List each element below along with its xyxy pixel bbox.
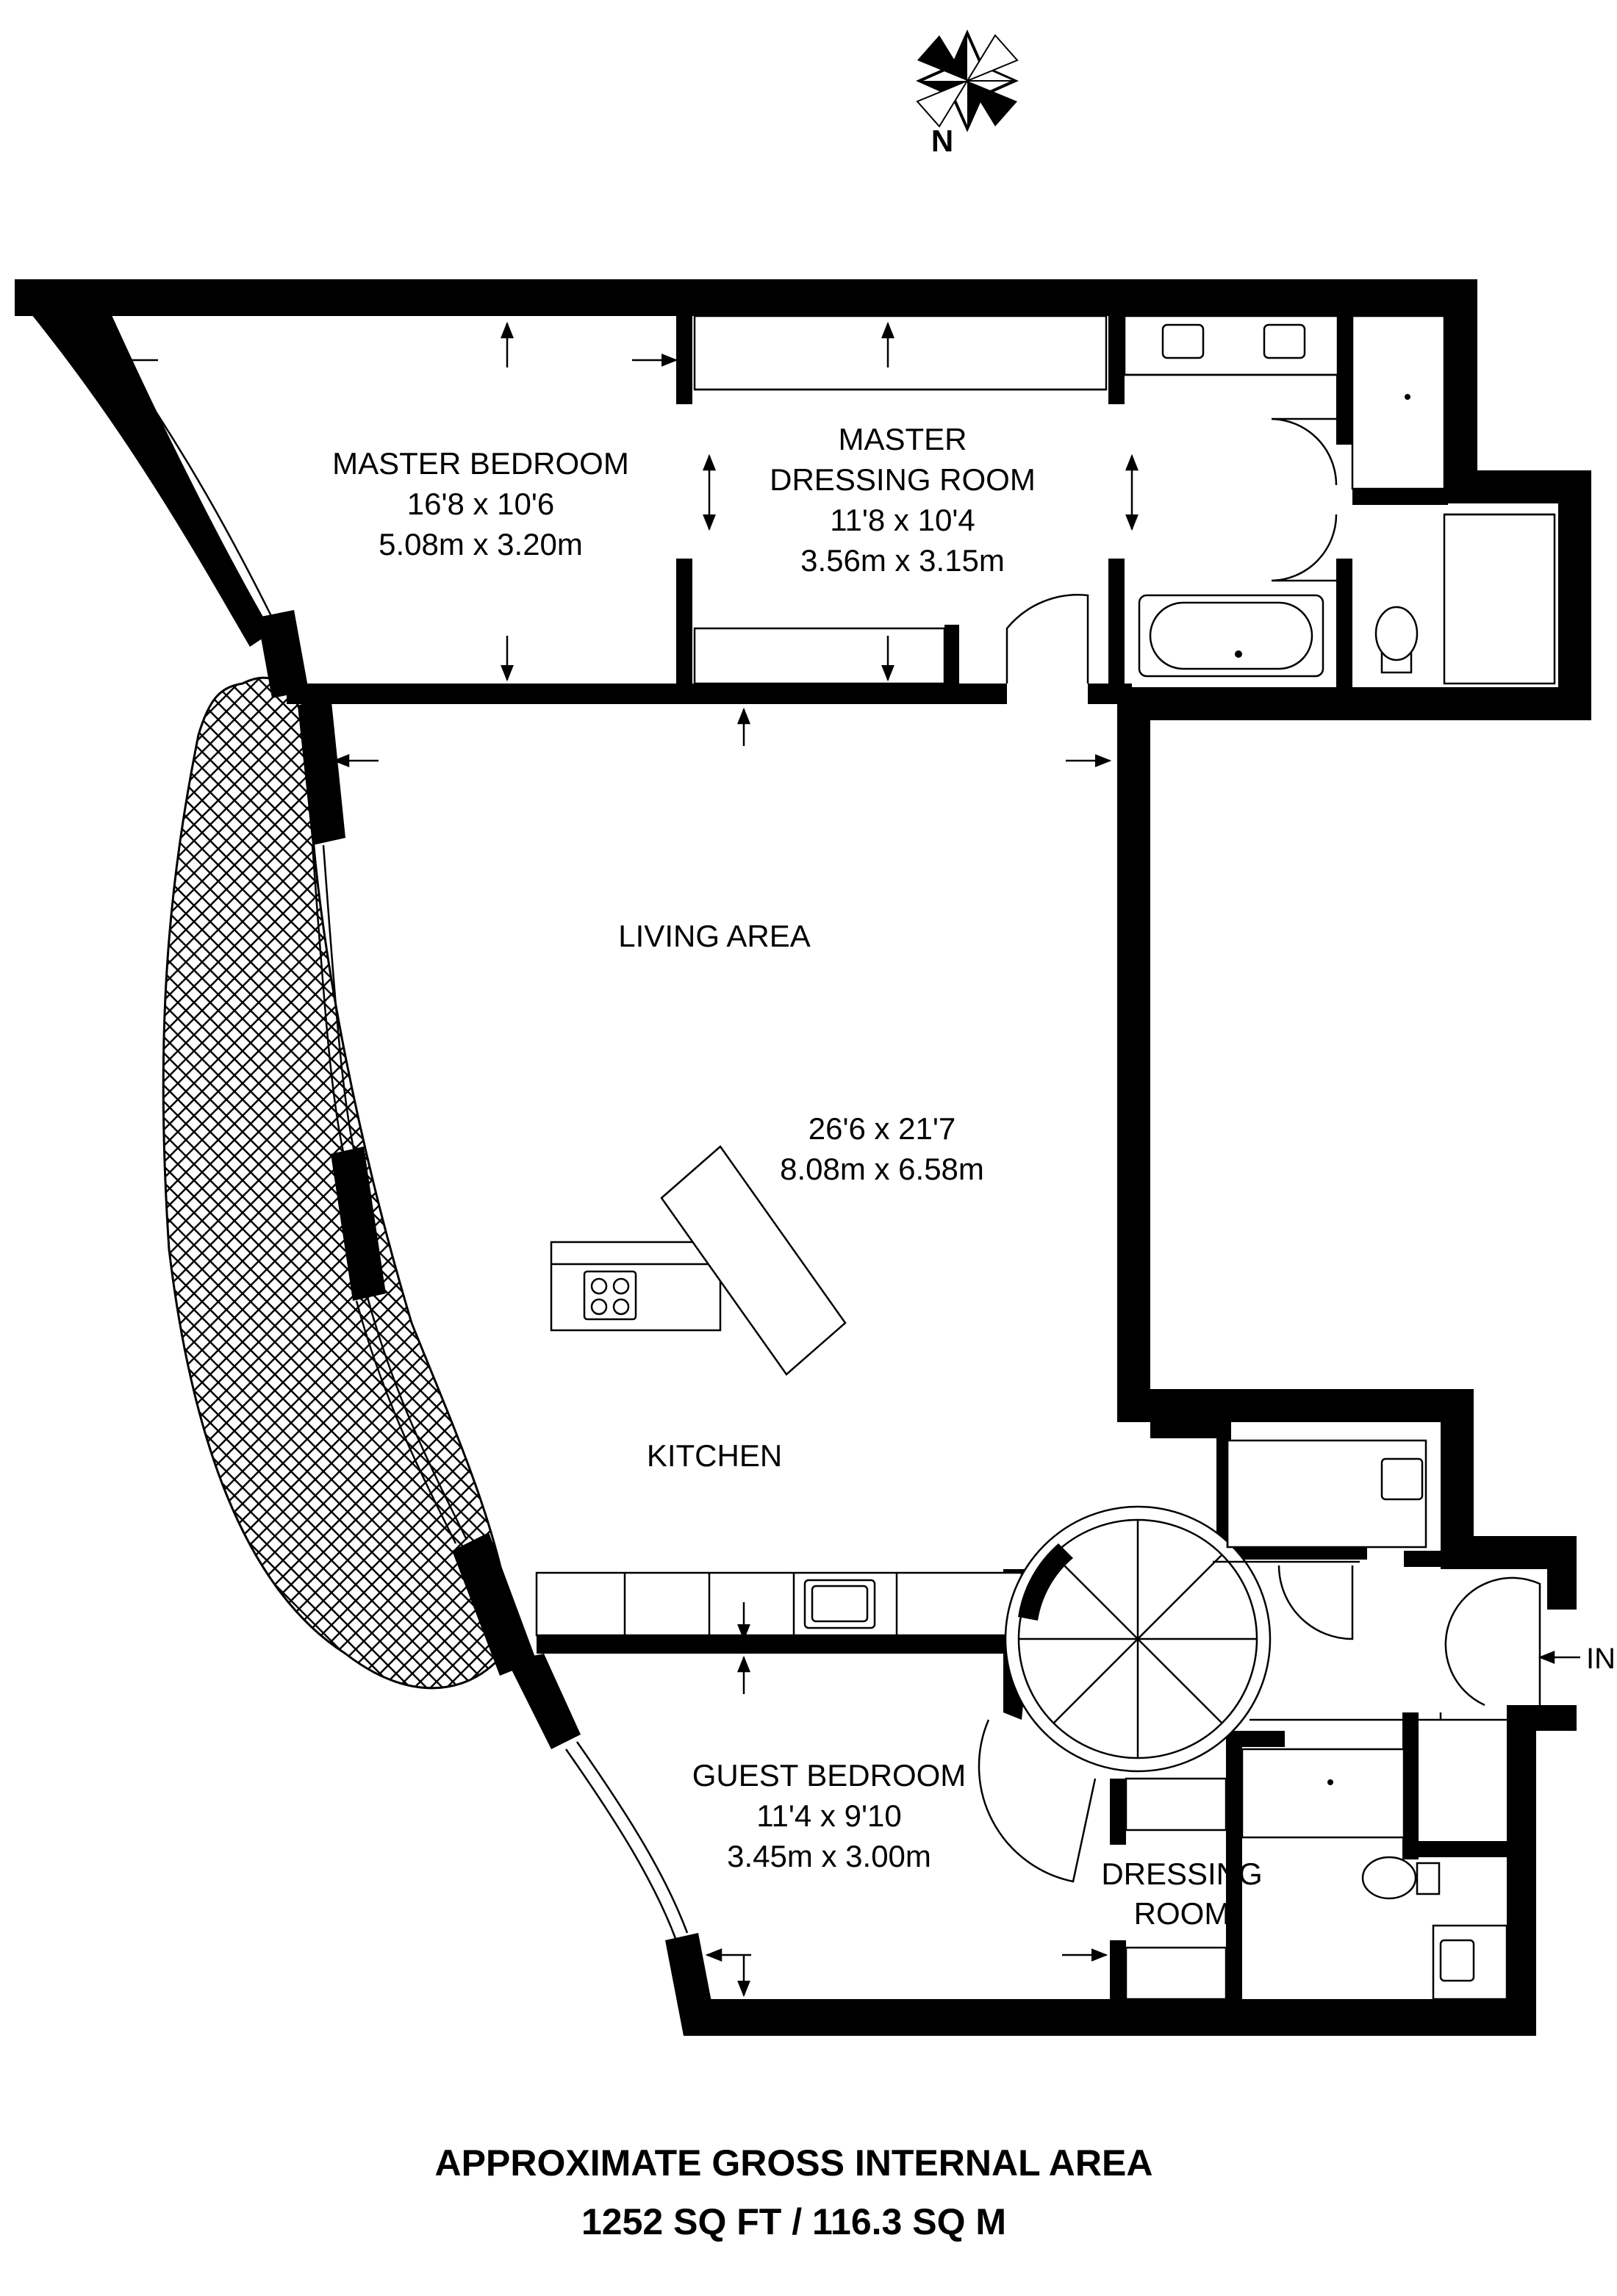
dressing-room-name-2: ROOM bbox=[1134, 1896, 1230, 1931]
kitchen-name: KITCHEN bbox=[647, 1438, 782, 1473]
master-bedroom-imperial: 16'8 x 10'6 bbox=[407, 487, 555, 521]
gross-area-value: 1252 SQ FT / 116.3 SQ M bbox=[581, 2201, 1006, 2242]
dimension-arrows bbox=[108, 321, 1580, 1998]
master-dressing-imperial: 11'8 x 10'4 bbox=[830, 503, 975, 537]
master-bedroom-metric: 5.08m x 3.20m bbox=[379, 527, 583, 562]
outer-walls bbox=[15, 279, 1591, 2036]
master-dressing-name-2: DRESSING ROOM bbox=[770, 462, 1036, 497]
compass-icon bbox=[916, 29, 1019, 132]
gross-area-title: APPROXIMATE GROSS INTERNAL AREA bbox=[435, 2142, 1153, 2184]
living-area-name: LIVING AREA bbox=[618, 919, 810, 953]
north-label: N bbox=[931, 123, 953, 158]
room-labels: MASTER BEDROOM 16'8 x 10'6 5.08m x 3.20m… bbox=[332, 422, 1616, 1931]
dressing-room-name-1: DRESSING bbox=[1101, 1856, 1262, 1891]
master-bedroom-name: MASTER BEDROOM bbox=[332, 446, 629, 481]
living-area-metric: 8.08m x 6.58m bbox=[780, 1152, 984, 1186]
master-dressing-metric: 3.56m x 3.15m bbox=[800, 543, 1005, 578]
living-area-imperial: 26'6 x 21'7 bbox=[808, 1111, 956, 1146]
guest-bedroom-name: GUEST BEDROOM bbox=[692, 1758, 967, 1793]
fixtures bbox=[535, 315, 1556, 2001]
guest-bedroom-metric: 3.45m x 3.00m bbox=[727, 1839, 931, 1873]
master-dressing-name-1: MASTER bbox=[838, 422, 967, 456]
guest-bedroom-imperial: 11'4 x 9'10 bbox=[756, 1798, 901, 1833]
entrance-label: IN bbox=[1586, 1643, 1616, 1675]
